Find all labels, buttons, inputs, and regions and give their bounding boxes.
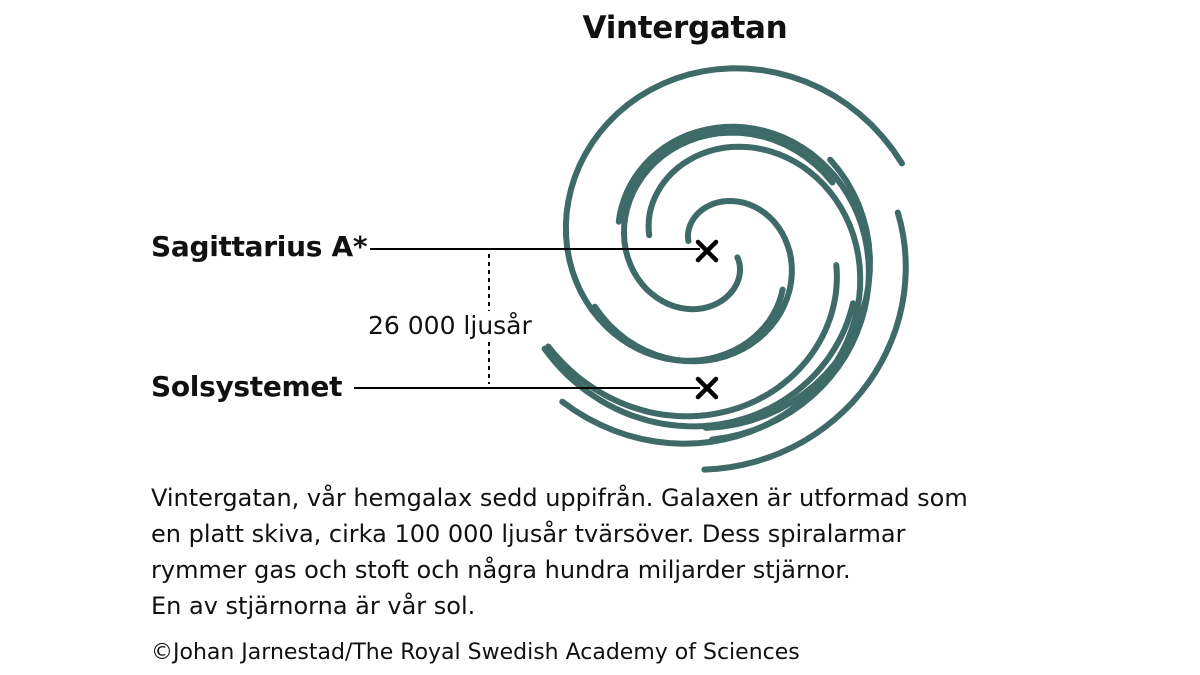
caption-line: rymmer gas och stoft och några hundra mi… [151, 556, 851, 584]
caption: Vintergatan, vår hemgalax sedd uppifrån.… [151, 480, 1111, 624]
sagittarius-label: Sagittarius A* [151, 230, 368, 263]
caption-line: Vintergatan, vår hemgalax sedd uppifrån.… [151, 484, 968, 512]
spiral-arm-1 [620, 129, 836, 313]
caption-line: en platt skiva, cirka 100 000 ljusår tvä… [151, 520, 906, 548]
spiral-arm-6 [702, 156, 873, 431]
distance-label: 26 000 ljusår [366, 311, 534, 340]
spiral-arm-9 [541, 300, 856, 430]
spiral-arm-5 [615, 123, 872, 443]
spiral-arm-8 [545, 262, 840, 420]
solar-system-label: Solsystemet [151, 370, 343, 403]
spiral-arm-7 [701, 209, 909, 473]
diagram-title: Vintergatan [582, 10, 788, 46]
caption-line: En av stjärnorna är vår sol. [151, 592, 476, 620]
solar-system-marker-icon [695, 376, 719, 400]
credit-line: ©Johan Jarnestad/The Royal Swedish Acade… [151, 640, 800, 665]
sagittarius-marker-icon [695, 239, 719, 263]
spiral-arms [541, 65, 909, 473]
